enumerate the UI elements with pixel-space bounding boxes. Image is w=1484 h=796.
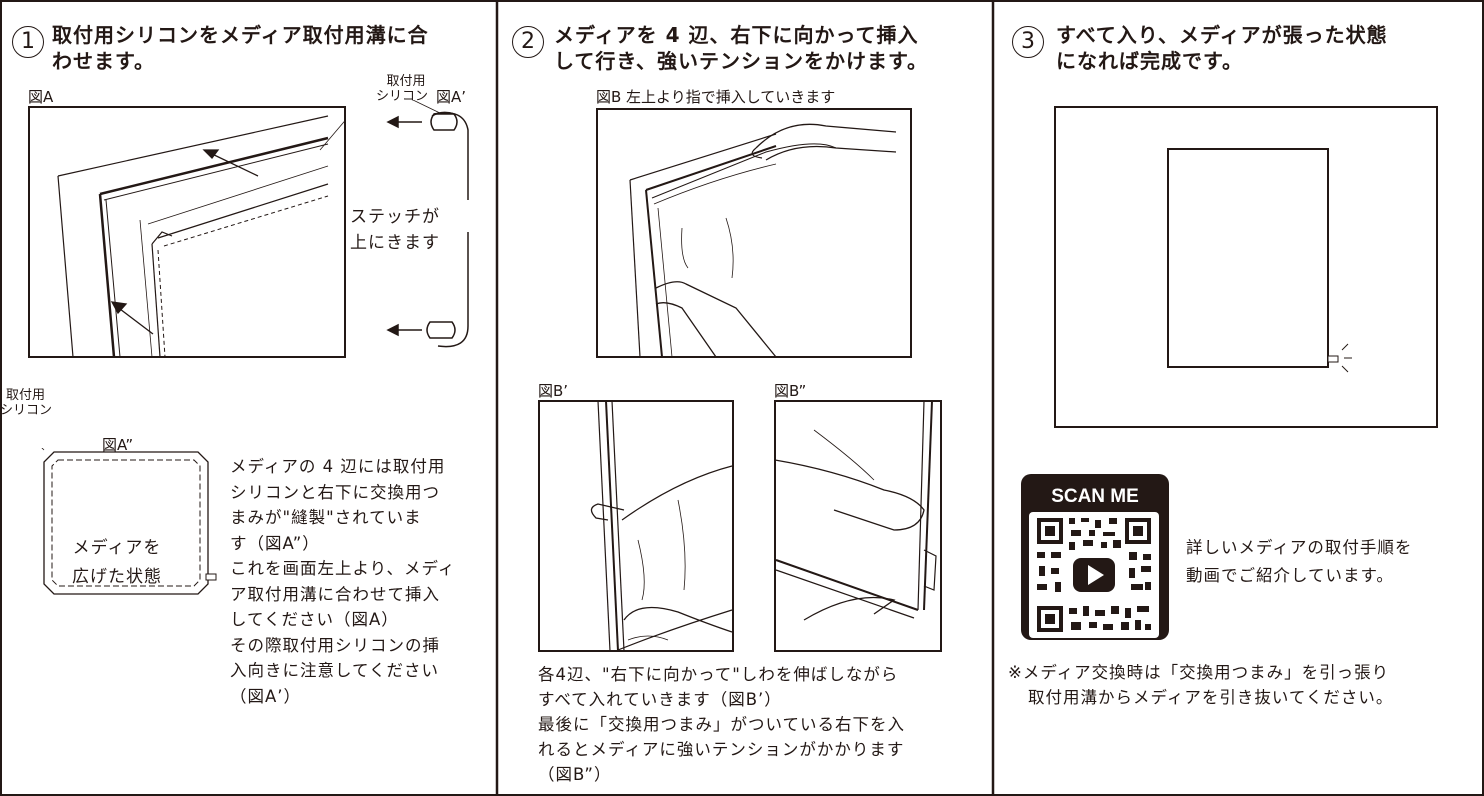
fig-a-illustration [28, 106, 346, 358]
step-1-description: メディアの 4 辺には取付用 シリコンと右下に交換用つ まみが"縫製"されていま… [230, 457, 456, 706]
step-2-title-line-1: メディアを 4 辺、右下に向かって挿入 [554, 23, 919, 47]
fig-b-dprime-illustration [774, 400, 942, 652]
arrow-left-icon [386, 323, 399, 337]
stitch-note: ステッチが 上にきます [350, 207, 440, 253]
fig-b-illustration [596, 108, 912, 358]
fig-a-dprime-label: 図A” [102, 436, 134, 454]
silicone-label-2: 取付用 シリコン [0, 388, 53, 418]
fig-b-caption: 図B 左上より指で挿入していきます [596, 88, 836, 106]
fig-a-dprime-illustration [41, 448, 217, 595]
step-2-description: 各4辺、"右下に向かって"しわを伸ばしながら すべて入れていきます（図B’） 最… [538, 665, 906, 784]
step-3-title-line-1: すべて入り、メディアが張った状態 [1056, 23, 1388, 47]
step-2-title-line-2: して行き、強いテンションをかけます。 [554, 49, 928, 73]
completed-frame-illustration [1054, 106, 1438, 428]
step-1-number: 1 [12, 26, 44, 58]
fig-b-dprime-label: 図B” [774, 382, 807, 400]
qr-code-icon[interactable] [1029, 512, 1159, 638]
play-icon [1088, 565, 1104, 585]
fig-b-prime-illustration [538, 400, 734, 652]
fig-a-prime-illustration [386, 100, 469, 348]
replacement-note: ※メディア交換時は「交換用つまみ」を引っ張り 取付用溝からメディアを引き抜いてく… [1008, 663, 1394, 707]
fig-a-label: 図A [28, 88, 54, 106]
fig-a-prime-label: 図A’ [436, 88, 467, 106]
spread-label: メディアを 広げた状態 [72, 538, 162, 587]
scan-me-label: SCAN ME [1051, 486, 1139, 507]
silicone-label: 取付用 シリコン [376, 74, 429, 104]
fig-b-prime-label: 図B’ [538, 382, 569, 400]
step-1-title-line-1: 取付用シリコンをメディア取付用溝に合 [52, 23, 429, 47]
arrow-left-icon [386, 115, 399, 129]
step-3-title-line-2: になれば完成です。 [1056, 49, 1243, 73]
step-3-number: 3 [1012, 26, 1044, 58]
qr-code-panel[interactable]: SCAN ME [1021, 474, 1169, 640]
step-1-title-line-2: わせます。 [52, 49, 155, 73]
step-2-number: 2 [512, 26, 544, 58]
video-description: 詳しいメディアの取付手順を 動画でご紹介しています。 [1186, 538, 1413, 585]
